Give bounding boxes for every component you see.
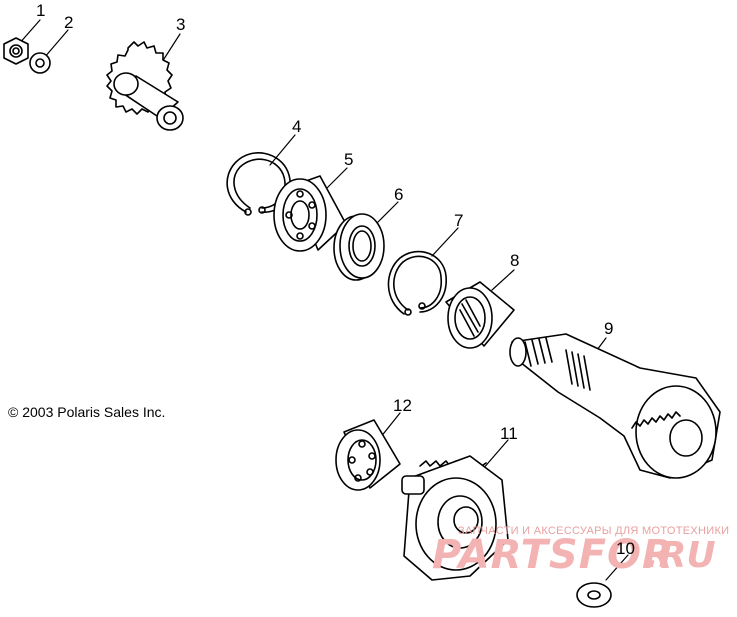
callout-5: 5 [344,150,354,169]
part-gear [401,455,509,581]
callout-12: 12 [393,396,412,415]
part-seal [333,213,385,281]
callout-2: 2 [64,13,74,32]
part-circlip-small [387,250,447,316]
part-gear-shaft [509,333,721,479]
part-ball-bearing [273,175,347,252]
part-washer-large [576,582,612,608]
callout-7: 7 [454,211,464,230]
part-nut [3,37,29,65]
watermark-tagline: ЗАПЧАСТИ И АКСЕССУАРЫ ДЛЯ МОТОТЕХНИКИ [458,525,730,537]
part-needle-bearing [445,281,515,349]
callout-11: 11 [500,424,518,443]
watermark-domain: .RU [645,535,716,576]
watermark-brand-suffix: FOR [578,532,674,578]
leader-lines [17,19,629,581]
callout-8: 8 [510,251,520,270]
callout-10: 10 [616,539,635,558]
callout-4: 4 [292,117,302,136]
part-sprocket [106,41,184,131]
copyright-notice: © 2003 Polaris Sales Inc. [8,404,166,420]
callout-6: 6 [394,185,404,204]
callout-3: 3 [176,15,186,34]
callout-9: 9 [604,319,614,338]
part-washer-small [29,52,51,74]
callout-1: 1 [36,1,46,20]
watermark-logo: PARTSFOR [432,532,674,578]
watermark-brand: PARTS [432,532,579,578]
part-bearing-small [335,419,401,491]
